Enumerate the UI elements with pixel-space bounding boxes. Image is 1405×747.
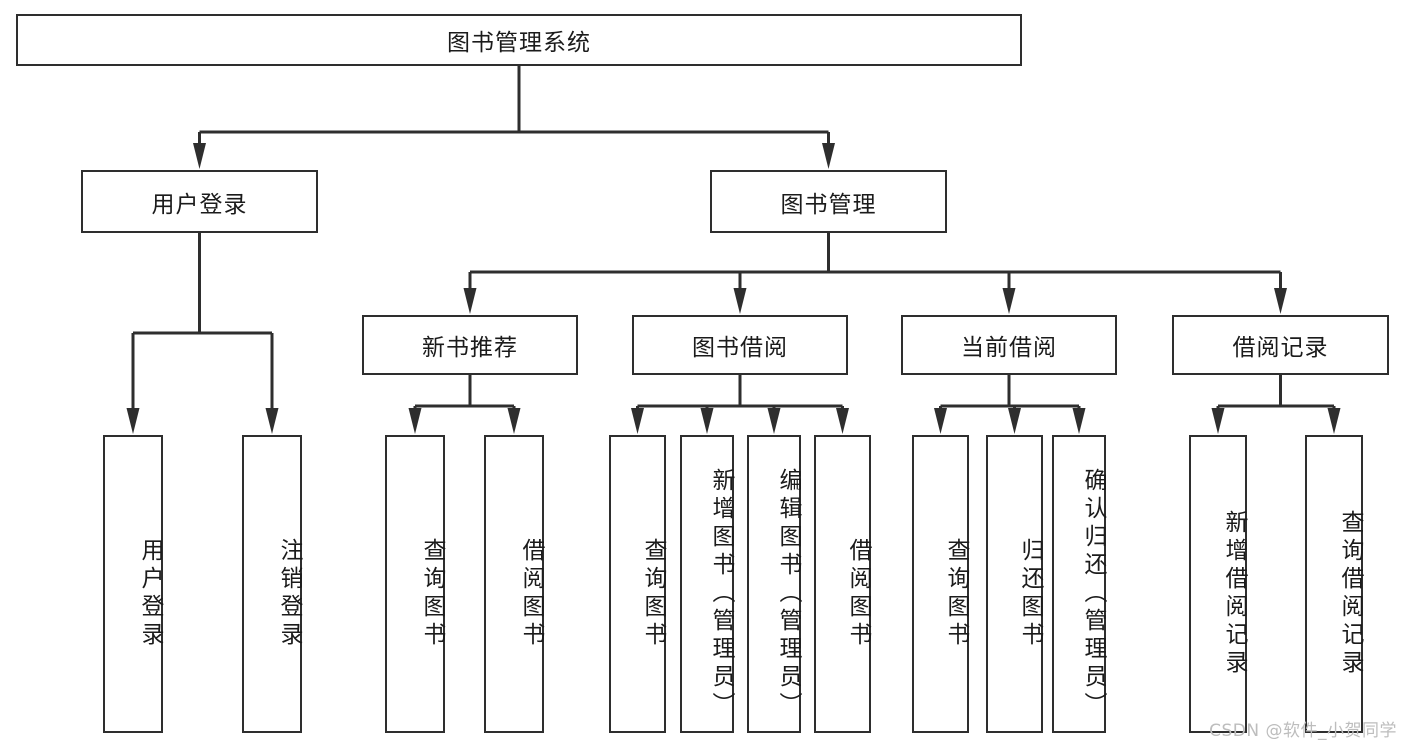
arrowhead-icon (836, 408, 849, 434)
node-leaf2[interactable]: 注销登录 (242, 435, 302, 733)
arrowhead-icon (733, 288, 747, 314)
node-leaf5[interactable]: 查询图书 (609, 435, 666, 733)
node-leaf6[interactable]: 新增图书（管理员） (680, 435, 734, 733)
node-l2d[interactable]: 借阅记录 (1172, 315, 1389, 375)
arrowhead-icon (631, 408, 644, 434)
node-leaf8[interactable]: 借阅图书 (814, 435, 871, 733)
arrowhead-icon (507, 408, 521, 434)
arrowhead-icon (1008, 408, 1021, 434)
arrowhead-icon (822, 143, 835, 169)
node-leaf11[interactable]: 确认归还（管理员） (1052, 435, 1106, 733)
arrowhead-icon (1211, 408, 1225, 434)
node-leaf1[interactable]: 用户登录 (103, 435, 163, 733)
node-leaf7[interactable]: 编辑图书（管理员） (747, 435, 801, 733)
node-l1b[interactable]: 图书管理 (710, 170, 947, 233)
arrowhead-icon (700, 408, 714, 434)
arrowhead-icon (1002, 288, 1016, 314)
node-leaf10[interactable]: 归还图书 (986, 435, 1043, 733)
arrowhead-icon (1327, 408, 1341, 434)
node-leaf3[interactable]: 查询图书 (385, 435, 445, 733)
arrowhead-icon (1274, 288, 1287, 314)
node-leaf9[interactable]: 查询图书 (912, 435, 969, 733)
arrowhead-icon (193, 143, 206, 169)
arrowhead-icon (408, 408, 422, 434)
arrowhead-icon (1072, 408, 1086, 434)
arrowhead-icon (265, 408, 279, 434)
node-l1a[interactable]: 用户登录 (81, 170, 318, 233)
arrowhead-icon (934, 408, 947, 434)
node-l2b[interactable]: 图书借阅 (632, 315, 848, 375)
node-l2a[interactable]: 新书推荐 (362, 315, 578, 375)
node-leaf4[interactable]: 借阅图书 (484, 435, 544, 733)
arrowhead-icon (463, 288, 477, 314)
node-root[interactable]: 图书管理系统 (16, 14, 1022, 66)
node-l2c[interactable]: 当前借阅 (901, 315, 1117, 375)
node-leaf12[interactable]: 新增借阅记录 (1189, 435, 1247, 733)
node-leaf13[interactable]: 查询借阅记录 (1305, 435, 1363, 733)
arrowhead-icon (126, 408, 140, 434)
arrowhead-icon (767, 408, 781, 434)
watermark-text: CSDN @软件_小贺同学 (1209, 721, 1397, 741)
